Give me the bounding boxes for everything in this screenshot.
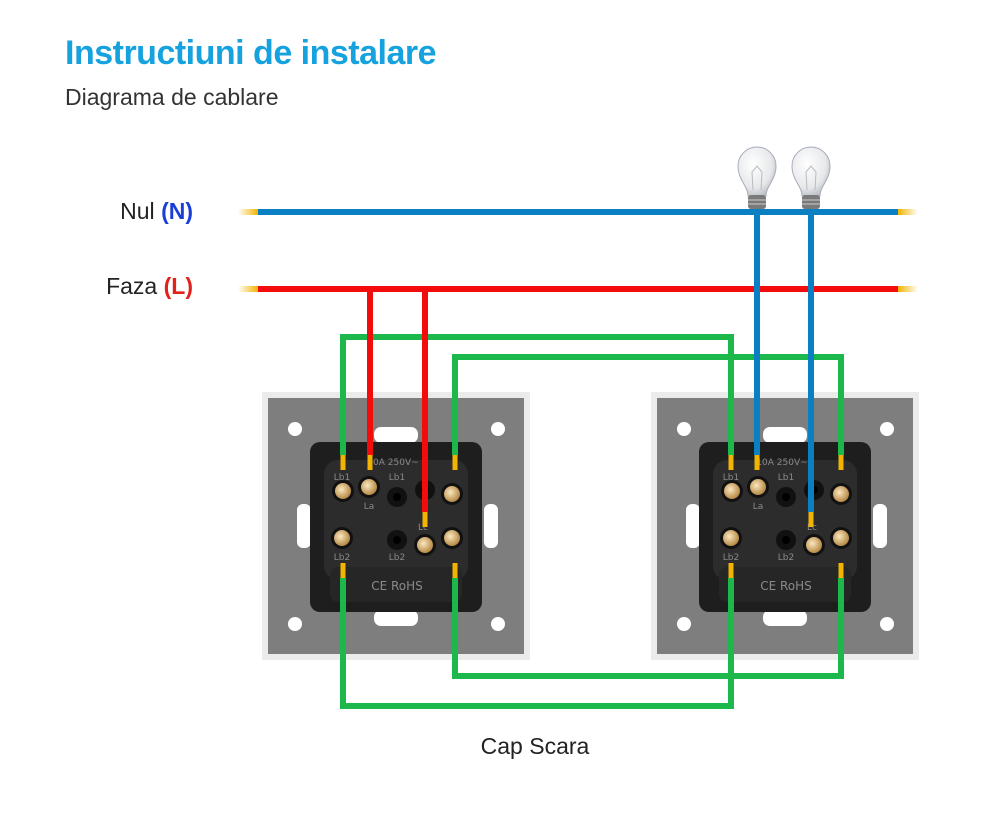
terminal-label: Lb2 xyxy=(334,553,350,563)
light-bulb-icon xyxy=(737,146,777,209)
page-subtitle: Diagrama de cablare xyxy=(65,84,279,110)
switch-right-labels: 10A 250V~ Lb1 La Lb1 Lc Lb2 Lb2 CE RoHS xyxy=(723,458,817,593)
neutral-label: Nul (N) xyxy=(0,198,193,225)
phase-label: Faza (L) xyxy=(0,273,193,300)
switch-marking: CE RoHS xyxy=(760,579,812,593)
diagram-caption: Cap Scara xyxy=(480,733,590,759)
terminal-label: Lc xyxy=(418,523,428,533)
terminal-label: Lb2 xyxy=(723,553,739,563)
terminal-label: Lb1 xyxy=(723,473,739,483)
terminal-tips xyxy=(340,455,844,578)
terminal-label: Lb2 xyxy=(778,553,794,563)
switch-left xyxy=(262,392,530,660)
neutral-code: (N) xyxy=(161,198,193,224)
light-bulb-icon xyxy=(791,146,831,209)
phase-label-text: Faza xyxy=(106,273,158,299)
switch-right xyxy=(651,392,919,660)
traveler-bottom-1 xyxy=(340,578,734,709)
traveler-top-2 xyxy=(452,354,844,455)
switch-rating: 10A 250V~ xyxy=(756,458,807,468)
terminal-label: Lb1 xyxy=(778,473,794,483)
switch-left-labels: 10A 250V~ Lb1 La Lb1 Lc Lb2 Lb2 CE RoHS xyxy=(334,458,428,593)
terminal-label: La xyxy=(364,502,375,512)
terminal-label: Lb2 xyxy=(389,553,405,563)
terminal-label: Lc xyxy=(807,523,817,533)
terminal-label: Lb1 xyxy=(389,473,405,483)
page-title: Instructiuni de instalare xyxy=(65,34,437,72)
neutral-label-text: Nul xyxy=(120,198,155,224)
traveler-top-1 xyxy=(340,334,734,455)
switch-marking: CE RoHS xyxy=(371,579,423,593)
switch-rating: 10A 250V~ xyxy=(367,458,418,468)
terminal-label: La xyxy=(753,502,764,512)
terminal-label: Lb1 xyxy=(334,473,350,483)
traveler-bottom-2 xyxy=(452,578,844,679)
traveler-wires xyxy=(340,334,844,709)
phase-code: (L) xyxy=(163,273,193,299)
